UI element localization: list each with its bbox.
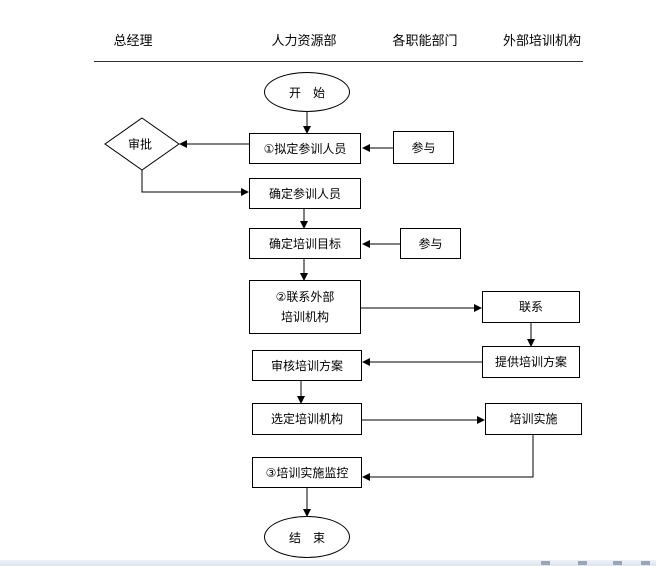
arrow-implement-to-monitor: [362, 435, 534, 481]
participate-box-1: 参与: [393, 131, 454, 164]
arrow-approve-to-confirm: [141, 170, 249, 196]
column-header-external-training-agency: 外部培训机构: [502, 34, 582, 49]
review-plan-box: 审核培训方案: [252, 350, 362, 381]
toolbar-icon[interactable]: [641, 561, 650, 565]
contact-agency-line-2: 培训机构: [280, 310, 329, 324]
monitor-box: ③培训实施监控: [252, 457, 362, 488]
column-header-functional-departments: 各职能部门: [392, 34, 458, 49]
provide-plan-box: 提供培训方案: [482, 346, 580, 378]
contact-agency-line-1: ②联系外部: [275, 290, 335, 304]
start-node: 开 始: [264, 72, 350, 112]
implement-box: 培训实施: [485, 403, 582, 435]
liaise-box: 联系: [482, 291, 580, 323]
toolbar-icon[interactable]: [613, 561, 622, 565]
contact-agency-box: ②联系外部 培训机构: [249, 280, 361, 334]
toolbar-icon[interactable]: [578, 561, 587, 565]
column-header-general-manager: 总经理: [113, 34, 153, 49]
toolbar-icon[interactable]: [541, 561, 550, 565]
participate-box-2: 参与: [400, 228, 461, 259]
column-header-hr-department: 人力资源部: [271, 34, 337, 49]
confirm-goals-box: 确定培训目标: [249, 228, 361, 259]
select-agency-box: 选定培训机构: [252, 403, 362, 435]
approve-label: 审批: [127, 137, 153, 152]
draft-trainees-box: ①拟定参训人员: [249, 133, 361, 164]
end-node: 结 束: [264, 516, 350, 558]
header-divider: [94, 61, 583, 62]
bottom-toolbar-strip: [0, 560, 656, 566]
confirm-trainees-box: 确定参训人员: [249, 178, 361, 209]
